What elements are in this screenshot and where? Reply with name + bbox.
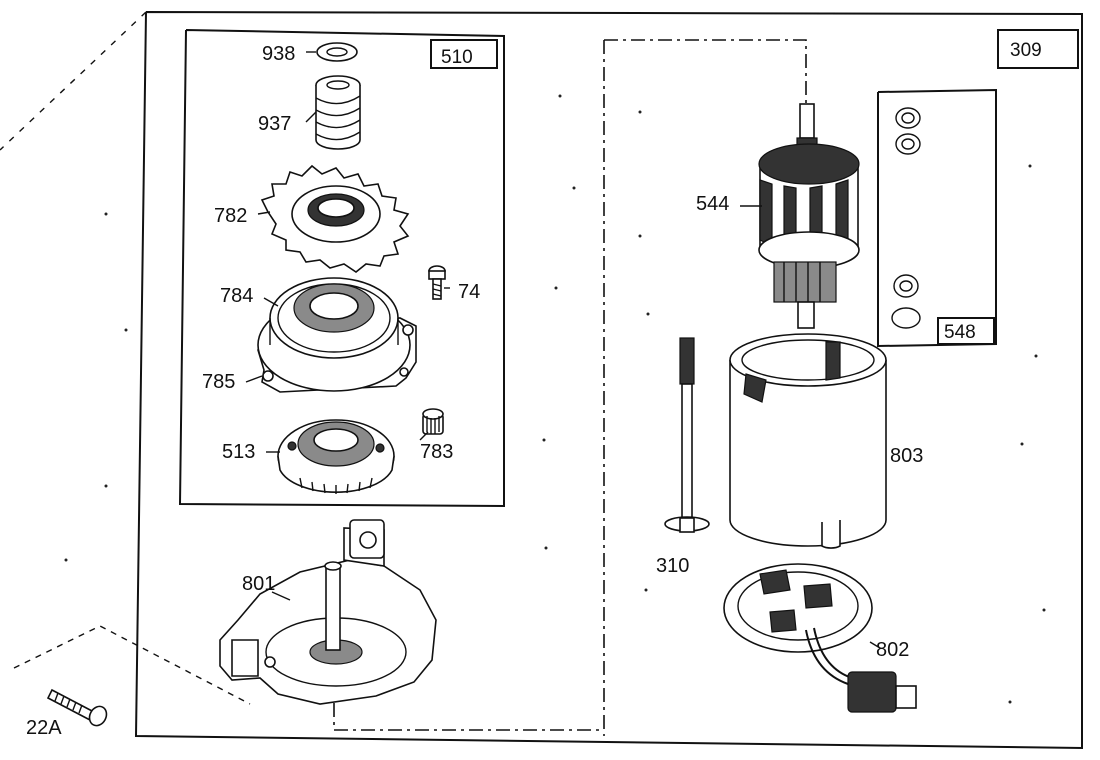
group-309-box [333,29,1079,736]
motor-frame-803-icon [729,333,887,549]
end-cap-801-icon [219,519,437,705]
pinion-gear-783-icon [422,408,444,435]
label-74: 74 [458,281,480,303]
through-bolt-310-icon [664,337,710,533]
gear-782-icon [260,164,410,273]
brush-spring-icon [891,107,921,329]
clutch-assembly-513-icon [277,419,395,494]
scan-specks [64,94,1046,704]
retainer-ring-938-icon [316,42,358,62]
label-785: 785 [202,371,235,393]
drive-housing-784-icon [257,277,417,393]
group-510-label: 510 [441,47,473,68]
outer-frame [0,11,1083,750]
label-513: 513 [222,441,255,463]
label-801: 801 [242,573,275,595]
label-544: 544 [696,193,729,215]
label-937: 937 [258,113,291,135]
group-309-label: 309 [1010,40,1042,61]
label-802: 802 [876,639,909,661]
screw-74-icon [428,265,446,300]
armature-544-icon [758,103,860,329]
label-803: 803 [890,445,923,467]
label-22a: 22A [26,717,62,739]
label-783: 783 [420,441,453,463]
brush-plate-802-icon [723,563,917,713]
group-548-box [877,88,997,348]
screw-22a-icon [13,625,251,727]
label-784: 784 [220,285,253,307]
anti-drift-spring-937-icon [315,75,361,150]
group-548-label: 548 [944,322,976,343]
label-310: 310 [656,555,689,577]
leader-lines [245,51,881,649]
label-938: 938 [262,43,295,65]
label-782: 782 [214,205,247,227]
group-510-box [178,29,505,508]
